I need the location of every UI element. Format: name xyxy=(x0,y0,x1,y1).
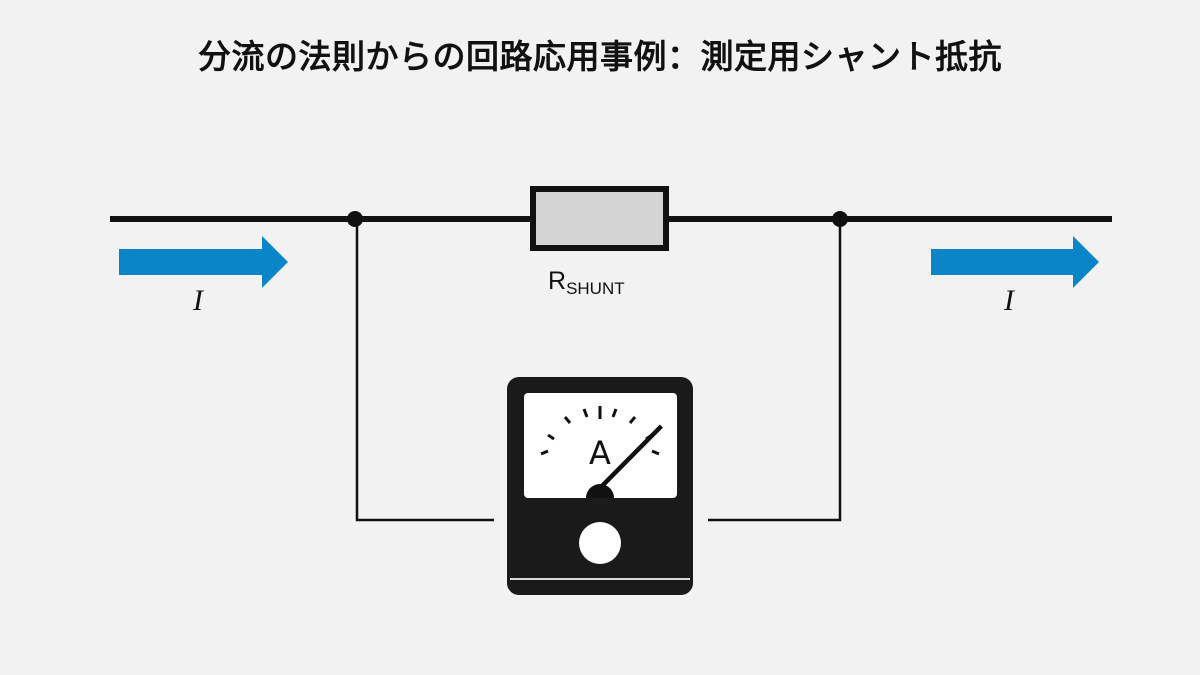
ammeter-knob xyxy=(579,522,621,564)
scale-tick xyxy=(651,449,660,456)
ammeter-face xyxy=(524,393,677,498)
page-title: 分流の法則からの回路応用事例：測定用シャント抵抗 xyxy=(198,37,1002,76)
scale-tick xyxy=(547,433,555,441)
ammeter-unit-label: A xyxy=(589,434,611,472)
scale-tick xyxy=(540,449,549,456)
current-arrow-left xyxy=(119,236,288,288)
ammeter: A xyxy=(507,377,693,595)
scale-tick xyxy=(582,408,589,418)
ammeter-needle-pivot xyxy=(586,484,614,498)
junction-left xyxy=(347,211,363,227)
current-label-left: I xyxy=(192,284,205,317)
current-arrow-right xyxy=(931,236,1099,288)
branch-wire-left xyxy=(355,219,494,522)
scale-tick xyxy=(628,416,637,424)
branch-wire-right xyxy=(708,219,842,522)
ammeter-needle xyxy=(596,424,663,492)
shunt-resistor xyxy=(530,186,669,251)
current-label-right: I xyxy=(1003,284,1016,317)
scale-tick xyxy=(563,416,572,424)
scale-tick xyxy=(611,408,618,418)
resistor-label-sub: SHUNT xyxy=(566,279,625,298)
resistor-label: RSHUNT xyxy=(548,267,625,298)
resistor-label-main: R xyxy=(548,267,566,295)
